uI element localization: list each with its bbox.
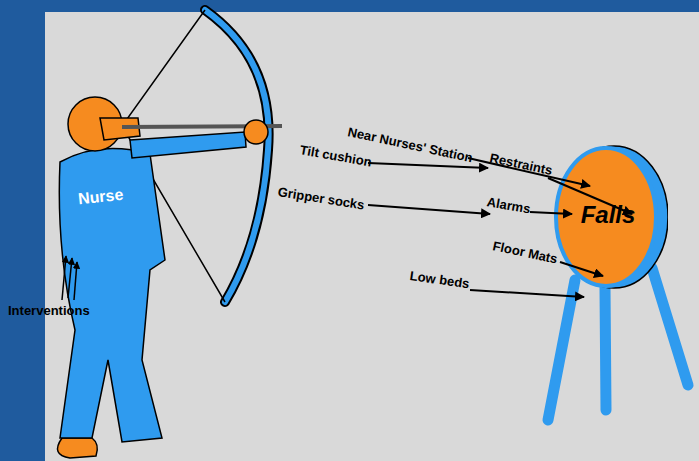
node-label: Falls: [548, 201, 668, 229]
leader-arrow: [368, 205, 490, 214]
head: [68, 97, 122, 151]
nurse-figure: Nurse: [50, 140, 180, 460]
panel-background: [45, 12, 699, 461]
bow-outline: [205, 10, 269, 302]
nurse-body: [59, 149, 165, 442]
bow: [205, 10, 269, 302]
target-leg: [605, 288, 606, 410]
leader-arrow: [470, 290, 584, 297]
target-leg: [548, 280, 575, 420]
intervention-label: Interventions: [8, 303, 90, 318]
foot: [58, 438, 98, 458]
arrow-shaft: [122, 126, 282, 127]
drawing-hand: [100, 118, 140, 140]
target-board: Falls: [548, 143, 668, 291]
bow-hand: [244, 120, 268, 144]
target-legs: [548, 268, 688, 420]
target-leg: [652, 268, 688, 385]
